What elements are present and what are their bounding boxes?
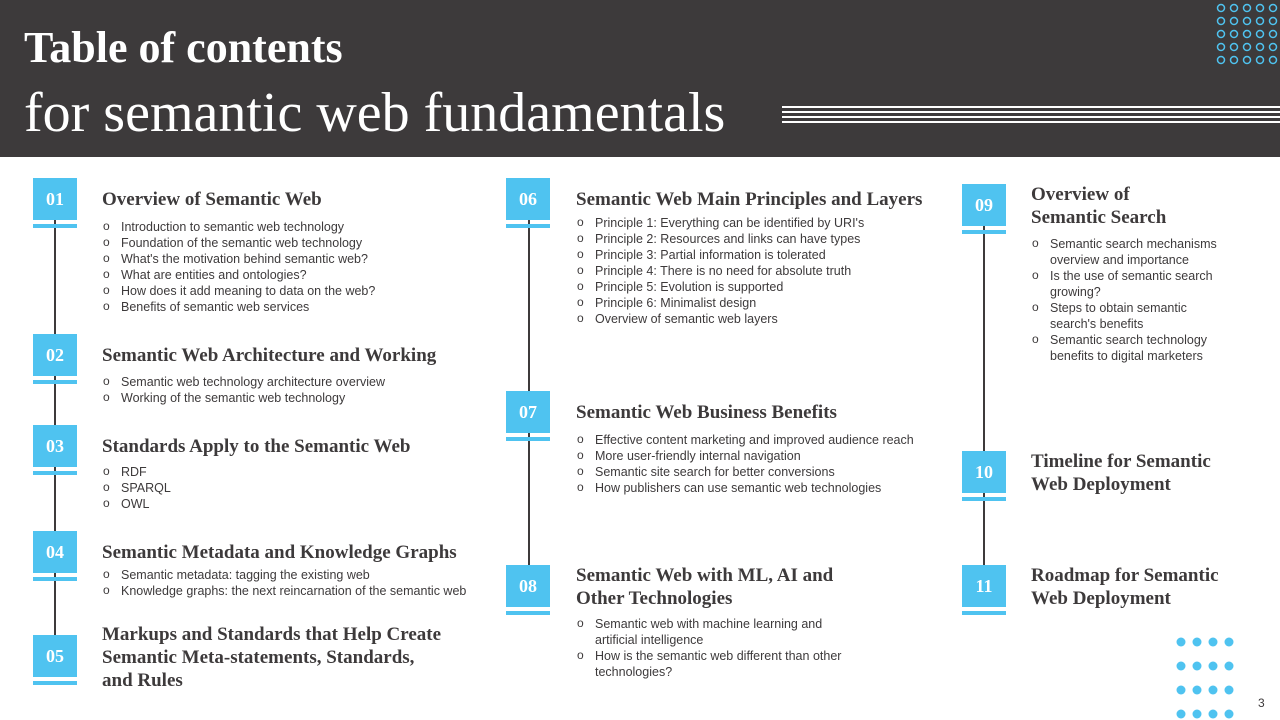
section-list-03: RDF SPARQL OWL: [103, 463, 171, 512]
list-item: What are entities and ontologies?: [103, 266, 375, 283]
list-item: How is the semantic web different than o…: [577, 647, 842, 680]
section-title-line: Markups and Standards that Help Create: [102, 624, 442, 645]
section-list-02: Semantic web technology architecture ove…: [103, 373, 385, 406]
list-item: Knowledge graphs: the next reincarnation…: [103, 582, 466, 599]
list-item: Introduction to semantic web technology: [103, 218, 375, 235]
list-item: Foundation of the semantic web technolog…: [103, 234, 375, 251]
page-number: 3: [1258, 696, 1265, 710]
page-title: Table of contents: [24, 23, 343, 72]
section-title-line: and Rules: [102, 670, 183, 691]
list-item: Principle 1: Everything can be identifie…: [577, 214, 864, 231]
section-number-10: 10: [962, 451, 1006, 501]
section-number-06: 06: [506, 178, 550, 228]
section-title-line: Web Deployment: [1031, 474, 1171, 495]
section-title-line: Web Deployment: [1031, 588, 1171, 609]
section-title-line: Roadmap for Semantic: [1031, 565, 1219, 586]
page-subtitle: for semantic web fundamentals: [24, 82, 726, 144]
section-title-line: Timeline for Semantic: [1031, 451, 1211, 472]
section-title-10[interactable]: Timeline for Semantic Web Deployment: [1031, 450, 1211, 496]
section-number-02: 02: [33, 334, 77, 384]
section-title-07[interactable]: Semantic Web Business Benefits: [576, 402, 837, 423]
section-list-07: Effective content marketing and improved…: [577, 431, 914, 496]
section-number-11: 11: [962, 565, 1006, 615]
section-title-line: Semantic Search: [1031, 207, 1167, 228]
list-item: Semantic site search for better conversi…: [577, 463, 914, 480]
dot-grid-decoration-top: [1216, 3, 1278, 65]
section-title-line: Overview of: [1031, 184, 1130, 205]
list-item: How publishers can use semantic web tech…: [577, 479, 914, 496]
list-item: Semantic web with machine learning and a…: [577, 615, 842, 648]
list-item: Principle 4: There is no need for absolu…: [577, 262, 864, 279]
section-title-08[interactable]: Semantic Web with ML, AI and Other Techn…: [576, 564, 833, 610]
section-number-01: 01: [33, 178, 77, 228]
list-item: Principle 2: Resources and links can hav…: [577, 230, 864, 247]
section-title-09[interactable]: Overview of Semantic Search: [1031, 183, 1166, 229]
list-item: Principle 3: Partial information is tole…: [577, 246, 864, 263]
list-item: Effective content marketing and improved…: [577, 431, 914, 448]
section-title-line: Semantic Web with ML, AI and: [576, 565, 834, 586]
list-item: RDF: [103, 463, 171, 480]
section-number-09: 09: [962, 184, 1006, 234]
section-number-05: 05: [33, 635, 77, 685]
timeline-line-right: [983, 222, 985, 582]
section-number-03: 03: [33, 425, 77, 475]
list-item: SPARQL: [103, 479, 171, 496]
list-item: Steps to obtain semantic search's benefi…: [1032, 299, 1227, 332]
section-number-04: 04: [33, 531, 77, 581]
list-item: Overview of semantic web layers: [577, 310, 864, 327]
section-title-02[interactable]: Semantic Web Architecture and Working: [102, 345, 437, 366]
section-title-03[interactable]: Standards Apply to the Semantic Web: [102, 436, 411, 457]
section-title-line: Semantic Meta-statements, Standards,: [102, 647, 415, 668]
section-list-04: Semantic metadata: tagging the existing …: [103, 566, 466, 599]
list-item: What's the motivation behind semantic we…: [103, 250, 375, 267]
decorative-lines: [782, 106, 1280, 128]
section-list-01: Introduction to semantic web technology …: [103, 218, 375, 315]
list-item: OWL: [103, 495, 171, 512]
list-item: Semantic search mechanisms overview and …: [1032, 235, 1227, 268]
section-title-06[interactable]: Semantic Web Main Principles and Layers: [576, 189, 923, 210]
section-list-09: Semantic search mechanisms overview and …: [1032, 235, 1227, 364]
section-list-08: Semantic web with machine learning and a…: [577, 615, 842, 680]
list-item: How does it add meaning to data on the w…: [103, 282, 375, 299]
section-title-line: Other Technologies: [576, 588, 733, 609]
list-item: Benefits of semantic web services: [103, 298, 375, 315]
section-list-06: Principle 1: Everything can be identifie…: [577, 214, 864, 327]
list-item: Is the use of semantic search growing?: [1032, 267, 1227, 300]
section-number-08: 08: [506, 565, 550, 615]
header-banner: Table of contents for semantic web funda…: [0, 0, 1280, 157]
dot-grid-decoration-bottom: [1176, 637, 1234, 719]
list-item: More user-friendly internal navigation: [577, 447, 914, 464]
list-item: Working of the semantic web technology: [103, 389, 385, 406]
list-item: Semantic web technology architecture ove…: [103, 373, 385, 390]
section-title-05[interactable]: Markups and Standards that Help Create S…: [102, 623, 441, 692]
section-title-01[interactable]: Overview of Semantic Web: [102, 189, 322, 210]
section-number-07: 07: [506, 391, 550, 441]
section-title-04[interactable]: Semantic Metadata and Knowledge Graphs: [102, 542, 457, 563]
list-item: Semantic metadata: tagging the existing …: [103, 566, 466, 583]
list-item: Principle 6: Minimalist design: [577, 294, 864, 311]
list-item: Principle 5: Evolution is supported: [577, 278, 864, 295]
list-item: Semantic search technology benefits to d…: [1032, 331, 1227, 364]
section-title-11[interactable]: Roadmap for Semantic Web Deployment: [1031, 564, 1219, 610]
